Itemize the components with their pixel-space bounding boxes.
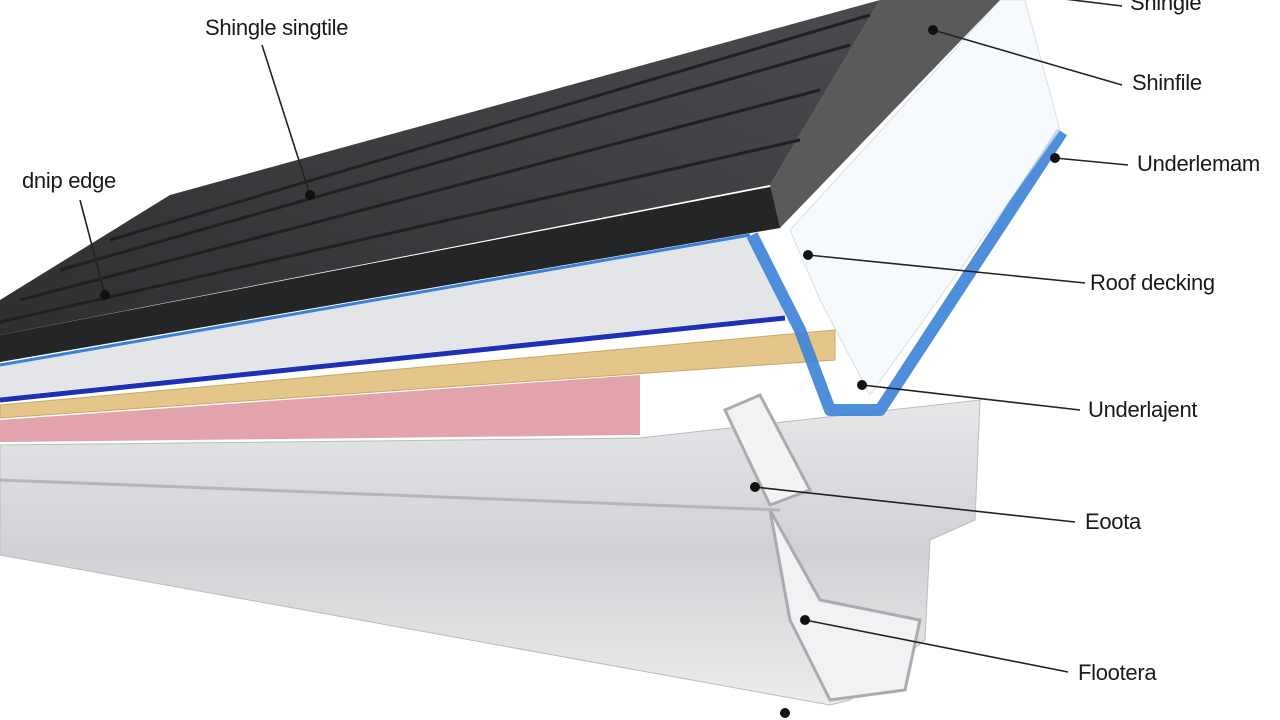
shingle-end-face [770,0,1000,228]
clear-panel [789,0,1061,396]
roof-decking-layer [0,329,836,419]
label-shingle: Shingle [1130,0,1202,15]
label-floctera: Flootera [1078,660,1157,685]
shingle-edge [0,185,780,362]
fascia-layer [0,375,640,442]
label-eoota: Eoota [1085,509,1141,534]
gutter-lip [768,509,922,702]
leader-lines [79,0,1129,673]
label-underlemam: Underlemam [1137,151,1260,176]
label-drip-edge: dnip edge [22,168,116,193]
label-shingle-singtile: Shingle singtile [205,15,349,40]
drip-edge-flashing [746,128,1068,416]
gutter-edge [0,478,781,512]
label-roof-decking: Roof decking [1090,270,1215,295]
drip-edge-top-line [0,233,751,367]
underlayment-line [0,315,786,403]
gutter [0,399,981,706]
underlayment-layer [0,235,785,397]
label-shinfile: Shinfile [1132,70,1202,95]
leader-dots [100,25,1060,718]
label-underlajent: Underlajent [1088,397,1198,422]
shingle-rows [0,13,871,324]
gutter-bracket [722,393,813,507]
shingle-roof [0,0,880,335]
